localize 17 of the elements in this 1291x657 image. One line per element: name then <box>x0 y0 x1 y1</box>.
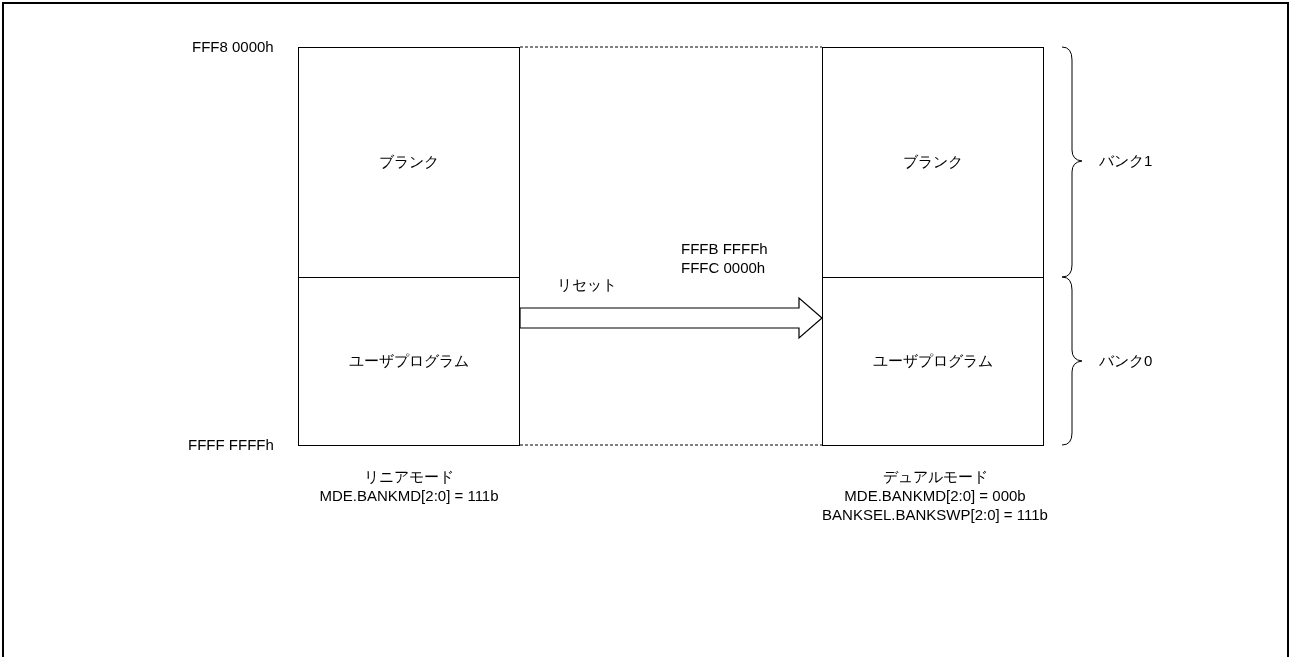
address-label: FFFF FFFFh <box>188 436 274 454</box>
address-label: FFF8 0000h <box>192 38 274 56</box>
address-label: FFFB FFFFh <box>681 240 768 258</box>
address-label: FFFC 0000h <box>681 259 766 277</box>
arrow <box>519 296 823 340</box>
register-setting: BANKSEL.BANKSWP[2:0] = 111b <box>822 505 1048 524</box>
mode-heading: デュアルモード <box>882 467 988 486</box>
memory-region: ブランク <box>822 47 1044 278</box>
memory-region: ユーザプログラム <box>822 277 1044 446</box>
edge-label: リセット <box>557 276 617 294</box>
memory-region: ブランク <box>298 47 520 278</box>
memory-region: ユーザプログラム <box>298 277 520 446</box>
bank-label: バンク0 <box>1099 352 1153 370</box>
register-setting: MDE.BANKMD[2:0] = 111b <box>319 486 499 505</box>
register-setting: MDE.BANKMD[2:0] = 000b <box>844 486 1026 505</box>
mode-heading: リニアモード <box>364 467 454 486</box>
bank-label: バンク1 <box>1099 152 1153 170</box>
